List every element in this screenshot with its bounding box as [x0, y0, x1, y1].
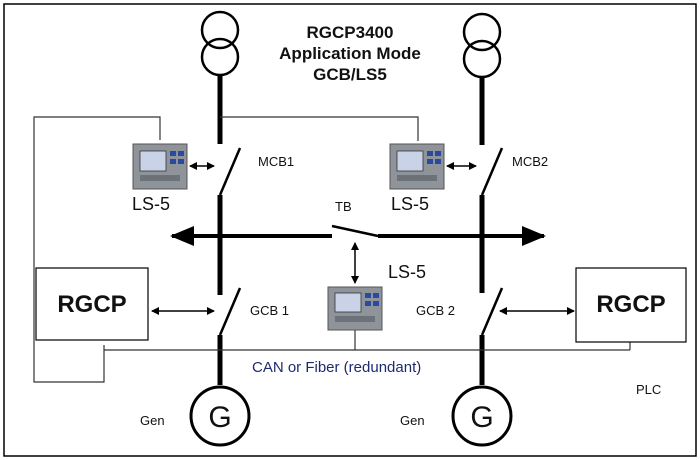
gen-left-label: Gen: [140, 413, 165, 428]
can-fiber-label: CAN or Fiber (redundant): [252, 359, 421, 376]
signal-arrows: [151, 162, 575, 315]
rgcp-right-box: [575, 267, 687, 343]
transformer-right-icon: [462, 12, 502, 79]
ls5-left-device-icon: [132, 143, 188, 190]
tb-label: TB: [335, 199, 352, 214]
gcb1-breaker: [218, 287, 242, 336]
title-line-2: Application Mode: [279, 44, 421, 63]
title-line-3: GCB/LS5: [313, 65, 387, 84]
rgcp-left-box: [35, 267, 149, 341]
plc-label: PLC: [636, 382, 661, 397]
generator-right-symbol: G: [470, 401, 493, 434]
ls5-center-label: LS-5: [388, 262, 426, 282]
rgcp-right-label: RGCP: [596, 291, 665, 318]
ls5-right-device-icon: [389, 143, 445, 190]
generator-left-symbol: G: [208, 401, 231, 434]
rgcp-left-label: RGCP: [57, 291, 126, 318]
gcb2-breaker: [480, 287, 504, 336]
mcb1-breaker: [218, 147, 242, 196]
mcb1-label: MCB1: [258, 154, 294, 169]
control-wiring: [33, 116, 631, 383]
gen-right-label: Gen: [400, 413, 425, 428]
ls5-right-label: LS-5: [391, 194, 429, 214]
ls5-center-device-icon: [327, 286, 383, 331]
transformer-left-icon: [200, 10, 240, 77]
gcb1-label: GCB 1: [250, 303, 289, 318]
ls5-left-label: LS-5: [132, 194, 170, 214]
outer-border: [3, 3, 697, 457]
mcb2-breaker: [480, 147, 504, 196]
generator-right-icon: [451, 385, 513, 447]
mcb2-label: MCB2: [512, 154, 548, 169]
tb-breaker: [331, 224, 379, 238]
gcb2-label: GCB 2: [416, 303, 455, 318]
generator-left-icon: [189, 385, 251, 447]
title-line-1: RGCP3400: [307, 23, 394, 42]
